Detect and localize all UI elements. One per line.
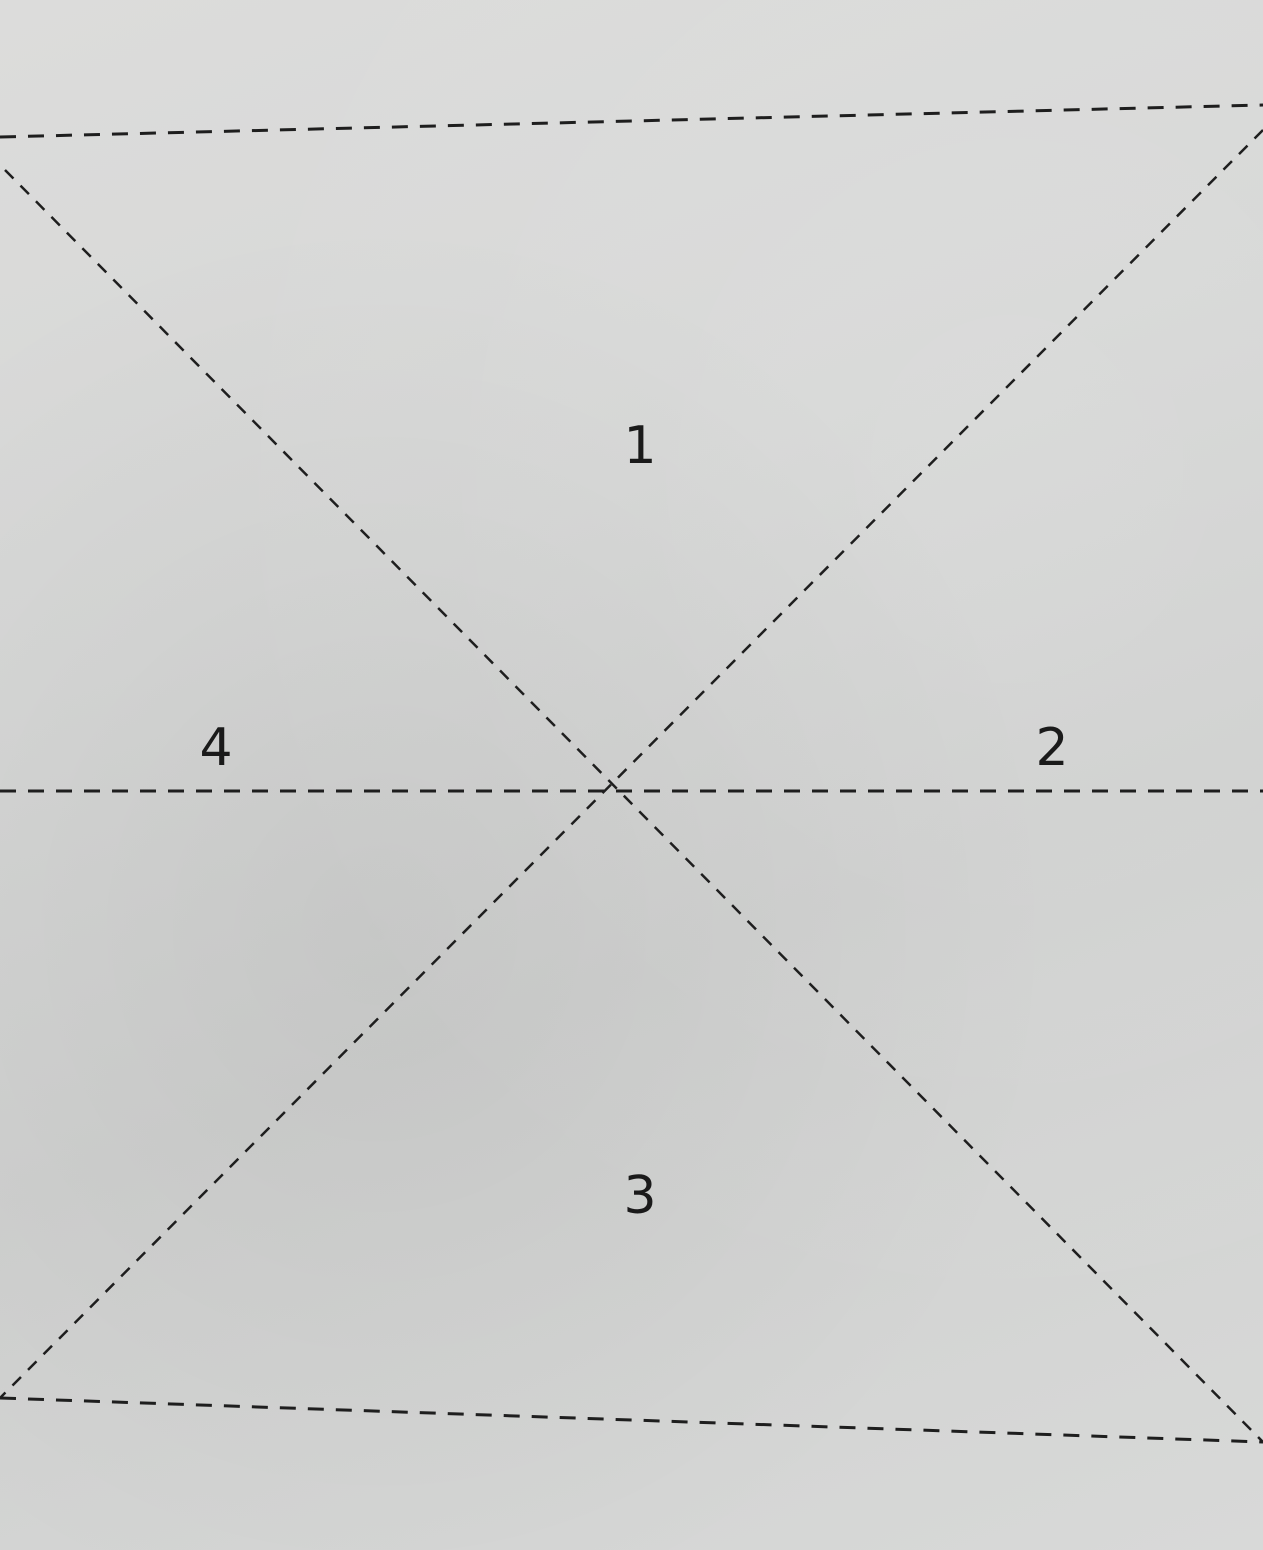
region-label-bottom: 3 bbox=[610, 1170, 670, 1222]
diagonal-fold-line-a bbox=[5, 170, 1263, 1442]
top-fold-line bbox=[0, 105, 1263, 137]
region-label-top: 1 bbox=[610, 420, 670, 472]
region-label-right: 2 bbox=[1022, 722, 1082, 774]
bottom-fold-line bbox=[0, 1398, 1263, 1442]
region-label-left: 4 bbox=[186, 722, 246, 774]
